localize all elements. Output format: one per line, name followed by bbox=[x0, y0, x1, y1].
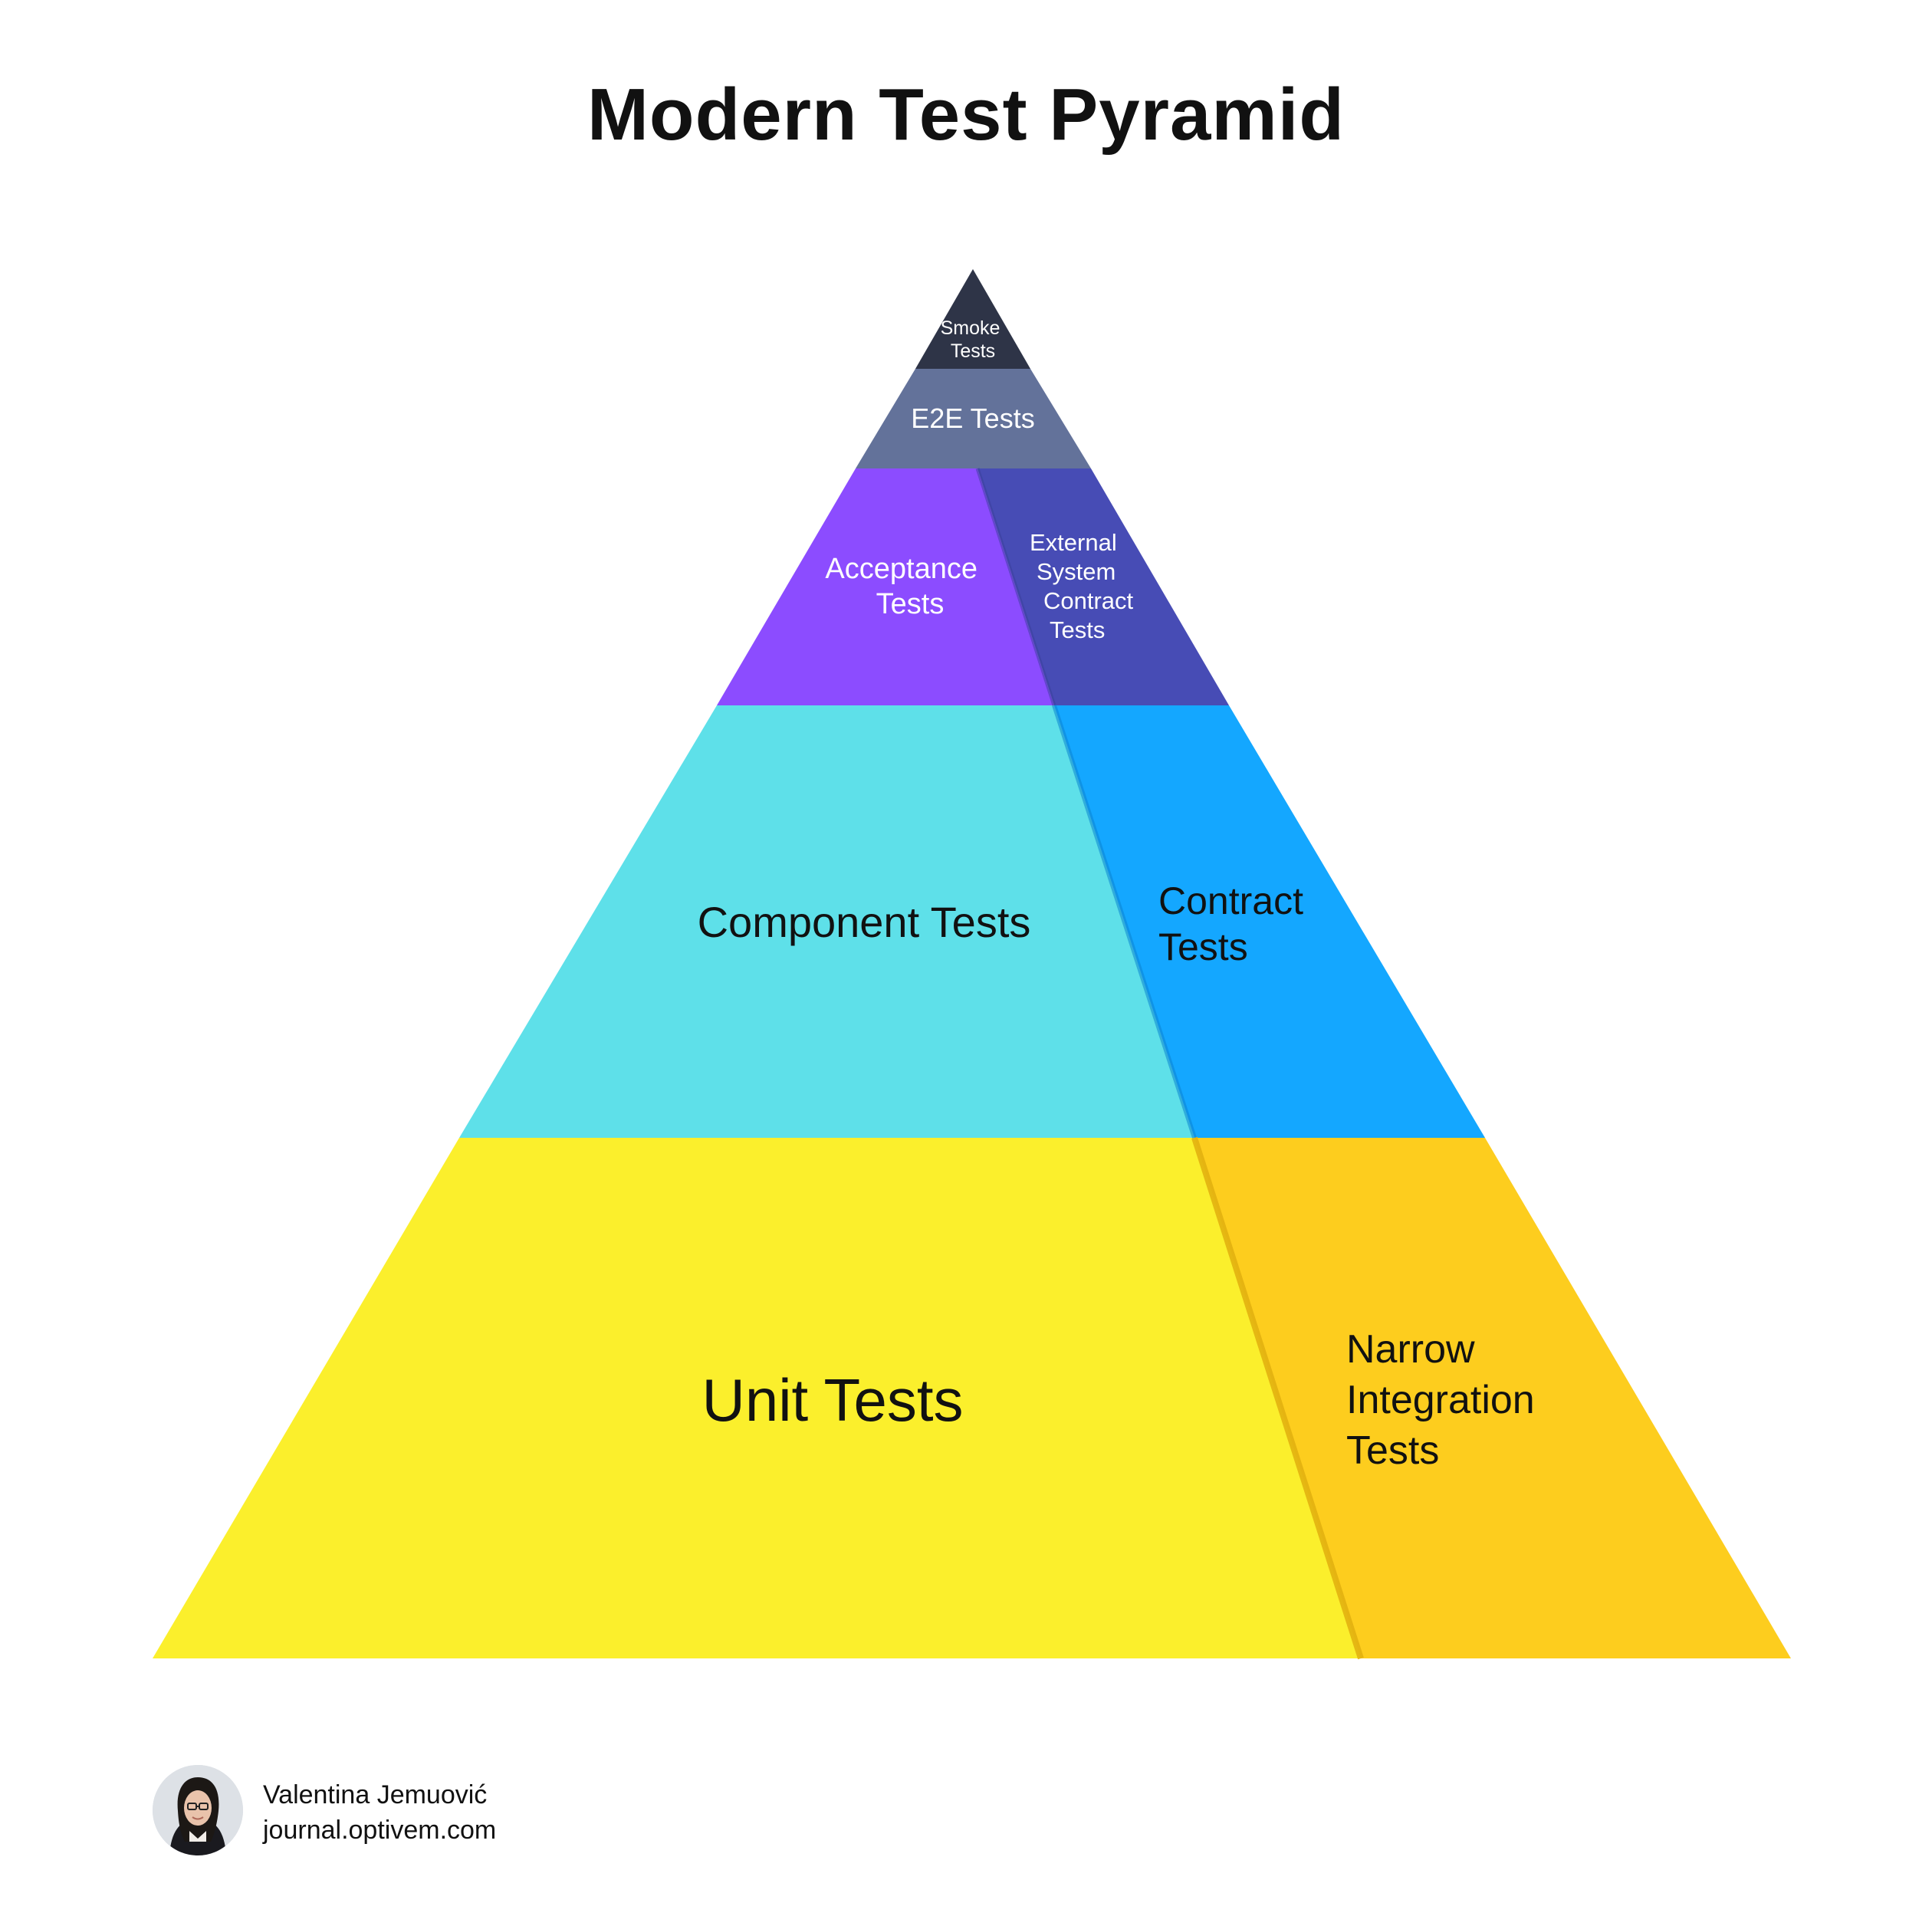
unit-tests-label-line-1: Unit Tests bbox=[702, 1366, 963, 1434]
external-contract-label-line-2: System bbox=[1037, 558, 1116, 585]
narrow-integration-tests-label: Narrow Integration Tests bbox=[1346, 1327, 1546, 1473]
split-divider-lower bbox=[1191, 1136, 1364, 1660]
smoke-tests-label-line-1: Smoke bbox=[941, 317, 1001, 339]
acceptance-tests-layer bbox=[717, 468, 1054, 705]
external-system-contract-tests-layer bbox=[978, 468, 1229, 705]
external-contract-label-line-3: Contract bbox=[1043, 587, 1134, 614]
external-system-contract-tests-label: External System Contract Tests bbox=[1030, 529, 1140, 643]
acceptance-tests-label: Acceptance Tests bbox=[825, 553, 985, 620]
unit-tests-label: Unit Tests bbox=[702, 1366, 963, 1434]
author-avatar bbox=[153, 1765, 243, 1855]
external-contract-label-line-4: Tests bbox=[1050, 616, 1105, 643]
narrow-integration-label-line-2: Integration bbox=[1346, 1378, 1535, 1422]
page-title: Modern Test Pyramid bbox=[586, 74, 1346, 156]
smoke-tests-label: Smoke Tests bbox=[941, 317, 1006, 362]
acceptance-tests-label-line-1: Acceptance bbox=[825, 553, 978, 585]
narrow-integration-tests-layer bbox=[1194, 1138, 1791, 1658]
narrow-integration-label-line-3: Tests bbox=[1346, 1428, 1439, 1473]
split-divider-upper bbox=[975, 468, 1056, 706]
contract-tests-layer bbox=[1054, 705, 1485, 1138]
split-divider-middle bbox=[1052, 705, 1197, 1139]
author-name: Valentina Jemuović bbox=[263, 1780, 488, 1809]
contract-tests-label-line-1: Contract bbox=[1158, 879, 1303, 922]
e2e-tests-label: E2E Tests bbox=[911, 403, 1034, 434]
smoke-tests-label-line-2: Tests bbox=[951, 340, 995, 362]
component-tests-layer bbox=[459, 705, 1194, 1138]
smoke-tests-layer bbox=[915, 269, 1030, 369]
narrow-integration-label-line-1: Narrow bbox=[1346, 1327, 1475, 1372]
e2e-tests-layer bbox=[856, 369, 1091, 468]
external-contract-label-line-1: External bbox=[1030, 529, 1117, 556]
component-tests-label-line-1: Component Tests bbox=[698, 898, 1031, 946]
author-website: journal.optivem.com bbox=[263, 1816, 497, 1845]
contract-tests-label: Contract Tests bbox=[1158, 879, 1314, 968]
contract-tests-label-line-2: Tests bbox=[1158, 925, 1248, 968]
e2e-tests-label-line-1: E2E Tests bbox=[911, 403, 1034, 434]
component-tests-label: Component Tests bbox=[698, 898, 1031, 946]
unit-tests-layer bbox=[153, 1138, 1361, 1658]
acceptance-tests-label-line-2: Tests bbox=[876, 588, 945, 620]
